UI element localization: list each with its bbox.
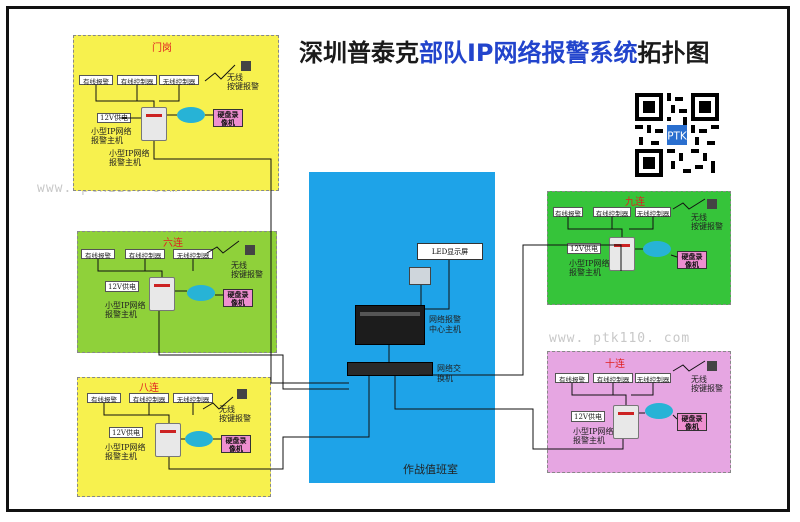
c8-wireless-ctrl: 无线控制器 (173, 393, 213, 404)
zone-company-6-name: 六连 (163, 238, 183, 249)
gate-network-cloud-icon (177, 107, 205, 123)
gate-dvr: 硬盘录 像机 (213, 109, 243, 127)
c9-wired-ctrl: 有线控制器 (593, 207, 631, 218)
c6-wireless-ctrl: 无线控制器 (173, 249, 213, 260)
watermark-right: www. ptk110. com (549, 331, 691, 346)
c8-wired-ctrl: 有线控制器 (129, 393, 169, 404)
qr-code-icon: PTK (635, 93, 719, 177)
link-company-8 (168, 376, 370, 470)
c10-alarm-host-icon (613, 405, 639, 439)
gate-host-label-2: 小型IP网络 报警主机 (109, 149, 150, 167)
c9-power: 12V供电 (567, 243, 601, 254)
c9-wired-alarm: 有线报警 (553, 207, 583, 218)
led-display: LED显示屏 (417, 243, 483, 260)
c6-host-label: 小型IP网络 报警主机 (105, 301, 146, 319)
link-company-9 (419, 244, 622, 376)
zone-company-8-name: 八连 (139, 383, 159, 394)
c6-network-cloud-icon (187, 285, 215, 301)
c10-wireless-button-icon (707, 361, 717, 371)
network-switch-icon (347, 362, 433, 376)
zone-company-9-name: 九连 (625, 197, 645, 208)
gate-wireless-ctrl: 无线控制器 (159, 75, 199, 86)
switch-label: 网络交 换机 (437, 364, 461, 383)
diagram-frame: 深圳普泰克部队IP网络报警系统拓扑图 PTK www. ptk1 (6, 6, 790, 512)
c9-wireless-ctrl: 无线控制器 (635, 207, 671, 218)
diagram-title: 深圳普泰克部队IP网络报警系统拓扑图 (299, 33, 710, 68)
c8-network-cloud-icon (185, 431, 213, 447)
title-part-company: 深圳普泰克 (299, 39, 419, 67)
c8-wireless-button-icon (237, 389, 247, 399)
gate-wired-alarm: 有线报警 (79, 75, 113, 86)
c10-power: 12V供电 (571, 411, 605, 422)
c10-wired-ctrl: 有线控制器 (593, 373, 633, 384)
gate-host-label: 小型IP网络 报警主机 (91, 127, 132, 145)
alarm-center-host-icon (355, 305, 425, 345)
c9-alarm-host-icon (609, 237, 635, 271)
c6-wireless-button-icon (245, 245, 255, 255)
c6-wired-ctrl: 有线控制器 (125, 249, 165, 260)
gate-wireless-button-icon (241, 61, 251, 71)
c8-power: 12V供电 (109, 427, 143, 438)
c8-alarm-host-icon (155, 423, 181, 457)
zone-gate-name: 门岗 (152, 43, 172, 54)
c9-wireless-alarm-label: 无线 按键报警 (691, 213, 723, 231)
c10-dvr: 硬盘录 像机 (677, 413, 707, 431)
c10-network-cloud-icon (645, 403, 673, 419)
center-host-label: 网络报警 中心主机 (429, 315, 461, 334)
monitor-pc-icon (409, 267, 431, 285)
c6-dvr: 硬盘录 像机 (223, 289, 253, 307)
zone-company-10-name: 十连 (605, 359, 625, 370)
control-room-label: 作战值班室 (403, 463, 458, 476)
gate-alarm-host-icon (141, 107, 167, 141)
c9-network-cloud-icon (643, 241, 671, 257)
connection-lines (95, 64, 706, 470)
c8-wired-alarm: 有线报警 (87, 393, 121, 404)
c6-power: 12V供电 (105, 281, 139, 292)
link-gate (153, 141, 349, 384)
c10-wired-alarm: 有线报警 (555, 373, 589, 384)
c6-wireless-alarm-label: 无线 按键报警 (231, 261, 263, 279)
c8-wireless-alarm-label: 无线 按键报警 (219, 405, 251, 423)
c6-wired-alarm: 有线报警 (81, 249, 115, 260)
c8-dvr: 硬盘录 像机 (221, 435, 251, 453)
c6-alarm-host-icon (149, 277, 175, 311)
c9-wireless-button-icon (707, 199, 717, 209)
qr-code-label: PTK (667, 130, 688, 142)
gate-wireless-alarm-label: 无线 按键报警 (227, 73, 259, 91)
c9-host-label: 小型IP网络 报警主机 (569, 259, 610, 277)
link-company-10 (394, 376, 624, 450)
link-company-6 (158, 311, 349, 390)
c10-host-label: 小型IP网络 报警主机 (573, 427, 614, 445)
title-part-topology: 拓扑图 (637, 39, 710, 67)
c9-dvr: 硬盘录 像机 (677, 251, 707, 269)
title-part-system: 部队IP网络报警系统 (419, 39, 638, 67)
c10-wireless-ctrl: 无线控制器 (635, 373, 671, 384)
c8-host-label: 小型IP网络 报警主机 (105, 443, 146, 461)
c10-wireless-alarm-label: 无线 按键报警 (691, 375, 723, 393)
gate-wired-ctrl: 有线控制器 (117, 75, 157, 86)
